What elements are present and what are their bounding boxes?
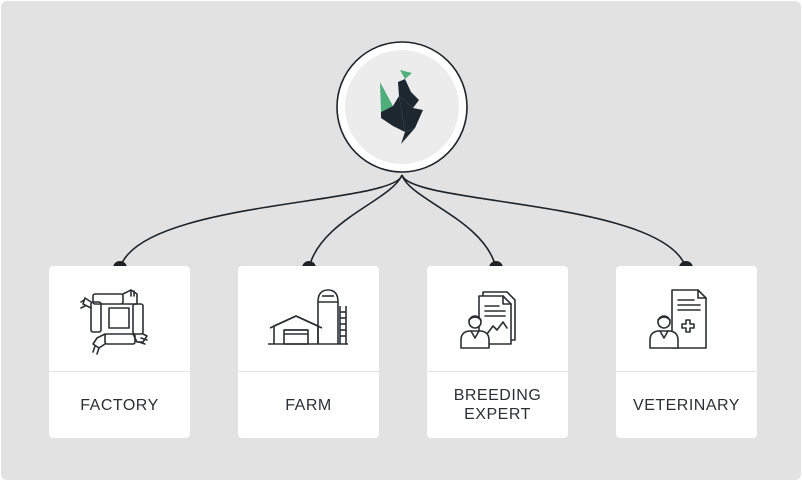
barn-silo-icon <box>268 289 348 345</box>
card-label-veterinary: VETERINARY <box>633 396 740 414</box>
doctor-medical-record-icon <box>649 289 707 349</box>
card-divider <box>238 371 379 372</box>
card-breeding-expert[interactable]: BREEDING EXPERT <box>427 266 568 438</box>
handshake-circle-icon <box>80 289 148 355</box>
card-farm[interactable]: FARM <box>238 266 379 438</box>
card-label-farm: FARM <box>285 396 332 414</box>
card-label-factory: FACTORY <box>80 396 159 414</box>
card-veterinary[interactable]: VETERINARY <box>616 266 757 438</box>
card-divider <box>427 371 568 372</box>
card-factory[interactable]: FACTORY <box>49 266 190 438</box>
card-divider <box>616 371 757 372</box>
card-label-breeding-expert: BREEDING EXPERT <box>453 387 542 423</box>
connector-veterinary <box>401 174 687 269</box>
card-divider <box>49 371 190 372</box>
connector-factory <box>119 174 403 269</box>
connector-breeding-expert <box>401 174 497 269</box>
connector-farm <box>308 174 403 269</box>
hub-logo <box>336 41 468 173</box>
bird-logo-icon <box>380 70 423 144</box>
person-documents-chart-icon <box>460 291 516 349</box>
